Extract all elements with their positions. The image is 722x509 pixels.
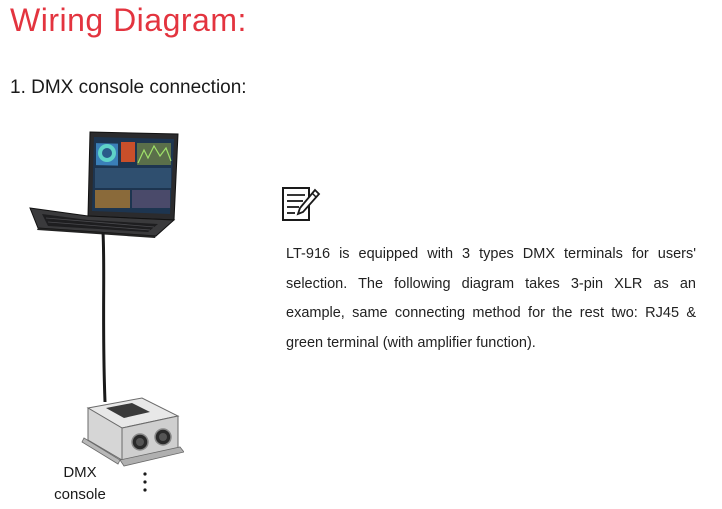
note-description: LT-916 is equipped with 3 types DMX term…: [286, 246, 696, 351]
note-pencil-icon: [282, 187, 321, 221]
device-label: DMX console: [40, 462, 120, 506]
page-title: Wiring Diagram:: [10, 2, 247, 38]
device-label-line2: console: [54, 486, 106, 503]
dmx-console-icon: [81, 397, 184, 467]
section-heading: 1. DMX console connection:: [10, 77, 247, 98]
laptop-icon: [29, 131, 179, 238]
dmx-cable: [101, 232, 107, 402]
device-label-line1: DMX: [63, 464, 97, 481]
continuation-dots: [143, 472, 147, 492]
